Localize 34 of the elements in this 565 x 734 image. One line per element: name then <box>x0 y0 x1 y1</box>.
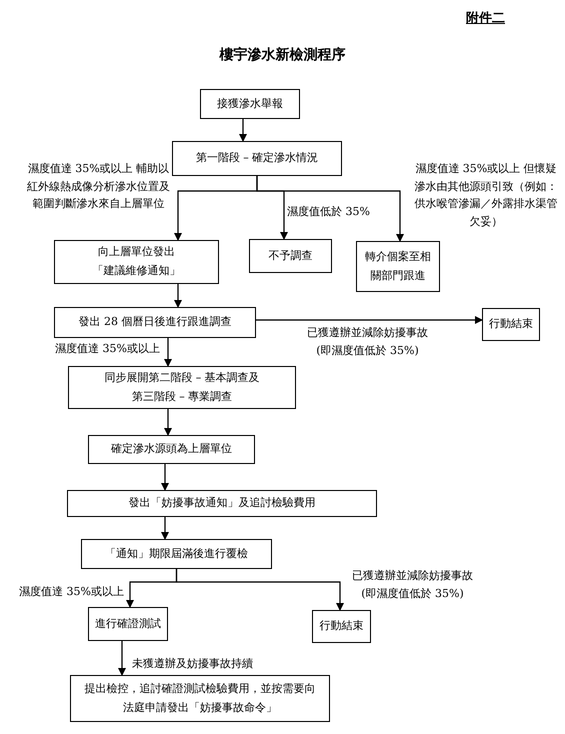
process-box: 發出 28 個曆日後進行跟進調查 <box>54 307 256 338</box>
edge-label: 未獲遵辦及妨擾事故持續 <box>132 656 254 672</box>
process-box: 接獲滲水舉報 <box>200 89 300 119</box>
arrow <box>161 464 169 491</box>
annex-label: 附件二 <box>466 10 505 28</box>
arrow <box>164 338 172 367</box>
process-box: 提出檢控，追討確證測試檢驗費用，並按需要向法庭申請發出「妨擾事故命令」 <box>70 675 330 722</box>
process-box: 向上層單位發出「建議維修通知」 <box>54 240 219 284</box>
arrow <box>118 641 126 676</box>
process-box: 不予調查 <box>249 239 332 273</box>
arrow <box>239 119 247 142</box>
arrow <box>161 517 169 540</box>
arrow <box>164 409 172 436</box>
edge-label: 已獲遵辦並減除妨擾事故 (即濕度值低於 35%) <box>306 325 429 359</box>
edge-label: 濕度值低於 35% <box>287 204 371 220</box>
process-box: 發出「妨擾事故通知」及追討檢驗費用 <box>67 490 377 517</box>
edge-label: 已獲遵辦並減除妨擾事故 (即濕度值低於 35%) <box>351 568 474 602</box>
edge-label: 濕度值達 35%或以上 輔助以紅外線熱成像分析滲水位置及範圍判斷滲水來自上層單位 <box>26 161 171 212</box>
process-box: 「通知」期限屆滿後進行覆檢 <box>81 539 272 569</box>
edge-label: 濕度值達 35%或以上 <box>18 584 124 600</box>
edge-label: 濕度值達 35%或以上 <box>54 341 160 357</box>
edge-label: 濕度值達 35%或以上 但懷疑滲水由其他源頭引致（例如：供水喉管滲漏／外露排水渠管欠妥） <box>414 161 558 230</box>
process-box: 轉介個案至相關部門跟進 <box>356 241 440 292</box>
process-box: 行動結束 <box>312 610 371 643</box>
process-box: 確定滲水源頭為上層單位 <box>88 435 255 464</box>
process-box: 第一階段 – 確定滲水情況 <box>172 141 342 176</box>
arrow <box>174 284 182 308</box>
title: 樓宇滲水新檢測程序 <box>218 46 346 65</box>
arrow <box>176 569 344 611</box>
arrow <box>256 316 483 324</box>
process-box: 行動結束 <box>482 308 540 341</box>
arrow <box>256 176 404 242</box>
process-box: 同步展開第二階段 – 基本調查及第三階段 – 專業調查 <box>68 366 296 409</box>
process-box: 進行確證測試 <box>88 607 168 641</box>
